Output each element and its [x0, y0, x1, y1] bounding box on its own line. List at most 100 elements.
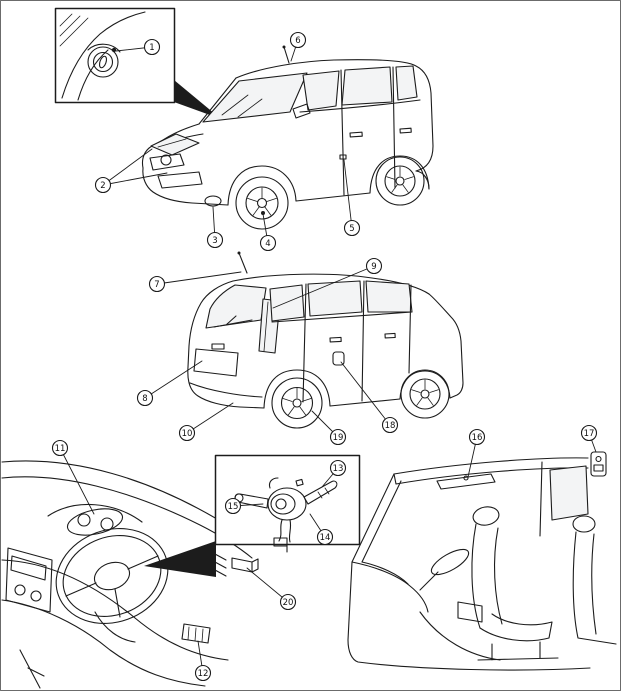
- taillight-inner-line: [263, 301, 269, 352]
- cabin-interior-view: [347, 457, 617, 671]
- callout-number: 2: [100, 181, 105, 191]
- belt-line: [271, 311, 413, 323]
- door-seams: [340, 66, 396, 196]
- callout-circle: [51, 439, 69, 457]
- sliding-door-handle: [329, 336, 342, 343]
- column-bore: [275, 498, 287, 510]
- steering-wheel-spokes: [65, 555, 159, 618]
- roof-line: [232, 273, 430, 295]
- callout-8: 8: [136, 360, 203, 407]
- rear-wheel-arch: [263, 369, 331, 409]
- floor-line: [347, 561, 591, 671]
- bezel-arc: [87, 43, 121, 53]
- grille-opening: [149, 153, 185, 171]
- callout-circle: [143, 38, 161, 56]
- key-cylinder-inset: [54, 7, 176, 104]
- transmitter-panel: [593, 464, 604, 472]
- sliding-door-handle: [399, 127, 412, 134]
- steering-wheel-hub: [93, 561, 131, 591]
- rear-side-window: [549, 465, 589, 521]
- front-wheel-tire: [400, 369, 450, 419]
- rear-wheel-hub: [292, 398, 302, 408]
- rocker-panel: [295, 192, 371, 202]
- license-plate-recess: [193, 348, 239, 377]
- callout-circle: [329, 428, 347, 446]
- rear-bumper: [187, 366, 265, 409]
- callout-6: 6: [289, 31, 307, 62]
- pedal-lines: [19, 649, 45, 689]
- callout-number: 11: [55, 444, 66, 454]
- antenna-tip: [282, 45, 286, 49]
- roof-antenna: [283, 46, 290, 64]
- callout-circle: [365, 257, 383, 275]
- steering-column: [94, 611, 136, 643]
- rear-wheel-rim: [280, 386, 314, 420]
- rear-wheel-arch: [369, 155, 430, 194]
- dash-face-line: [1, 559, 229, 661]
- callout-circle: [279, 593, 297, 611]
- antenna-tip: [237, 251, 241, 255]
- callout-20: 20: [246, 567, 297, 611]
- key-cylinder-inner: [92, 51, 114, 73]
- callout-number: 9: [371, 262, 376, 272]
- hvac-knob-left: [14, 584, 26, 596]
- callout-circle: [316, 528, 334, 546]
- callout-5: 5: [343, 159, 361, 237]
- callout-2: 2: [94, 148, 168, 194]
- callout-number: 14: [320, 533, 331, 543]
- rear-headrest: [572, 515, 596, 533]
- callout-number: 1: [149, 43, 154, 53]
- column-shroud-line: [61, 11, 146, 99]
- roof-and-rear-outline: [235, 59, 434, 172]
- callout-leader-line: [102, 148, 153, 186]
- side-mirror: [292, 103, 311, 119]
- key-cylinder-outer: [87, 46, 119, 78]
- gauge-right: [100, 517, 114, 531]
- steering-wheel-rim: [55, 528, 169, 624]
- callout-circle: [329, 459, 347, 477]
- arrow-to-switch-inset-icon: [144, 541, 216, 577]
- callout-number: 19: [333, 433, 344, 443]
- wiring-harness: [278, 519, 292, 543]
- callout-leader-line: [340, 361, 391, 426]
- b-pillar: [539, 461, 543, 537]
- door-opening-arc: [419, 611, 501, 661]
- front-wheel-rim: [409, 378, 441, 410]
- lower-intake: [157, 171, 203, 189]
- callout-16: 16: [467, 428, 486, 478]
- callout-number: 18: [385, 421, 396, 431]
- callout-3: 3: [206, 206, 224, 249]
- quarter-glass: [269, 284, 305, 322]
- sun-visor: [436, 473, 496, 490]
- center-console: [457, 601, 483, 623]
- data-link-connector-side: [251, 558, 259, 573]
- callout-circle: [136, 389, 154, 407]
- front-seat-cushion: [479, 613, 553, 642]
- callout-17: 17: [580, 424, 598, 453]
- bracket-line: [268, 477, 279, 489]
- headlight: [150, 133, 200, 156]
- rear-seat: [572, 531, 617, 645]
- column-shroud-line-2: [77, 49, 109, 101]
- rear-lower-corner: [415, 170, 430, 190]
- callout-number: 12: [198, 669, 209, 679]
- front-wheel-spokes: [411, 379, 439, 406]
- switch-body: [267, 487, 307, 521]
- center-stack: [5, 547, 53, 613]
- keyless-transmitter: [590, 451, 607, 477]
- callout-18: 18: [340, 361, 399, 434]
- callout-leader-line: [186, 402, 234, 434]
- illumination-ring-dot: [111, 47, 117, 53]
- rear-wheel-rim: [384, 165, 416, 197]
- callout-circle: [343, 219, 361, 237]
- rear-exterior-view: [187, 251, 464, 429]
- front-wheel-arch: [399, 370, 451, 400]
- callout-1: 1: [115, 38, 161, 56]
- a-pillar: [198, 77, 237, 125]
- keyway-slot: [98, 55, 108, 69]
- front-seatback-front: [493, 527, 503, 625]
- callout-number: 8: [142, 394, 147, 404]
- rear-wheel-spokes: [386, 166, 414, 193]
- front-headrest: [472, 506, 500, 526]
